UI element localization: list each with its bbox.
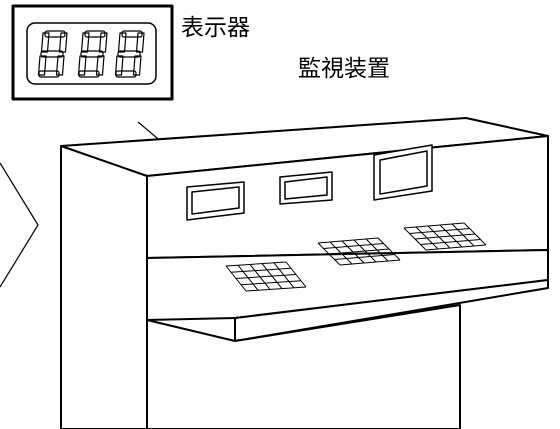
digit-segment (132, 55, 142, 76)
console-keypads (225, 222, 487, 292)
digit-segment (77, 55, 87, 76)
console-monitor-screen (373, 144, 433, 201)
console-body (60, 117, 549, 429)
digit-eight-1 (37, 30, 68, 78)
keypad-1 (225, 261, 307, 292)
digit-segment (114, 55, 124, 76)
digit-segment (37, 55, 47, 76)
display-label: 表示器 (181, 15, 250, 41)
digit-segment (44, 30, 66, 38)
keypad-2 (317, 237, 401, 266)
digit-segment (40, 50, 64, 58)
digit-segment (117, 50, 141, 58)
digit-segment (80, 50, 104, 58)
display-inset (11, 4, 174, 101)
monitoring-device-label: 監視装置 (298, 56, 390, 82)
console-display-2 (279, 171, 333, 205)
digit-segment (121, 30, 143, 38)
digit-segment (84, 30, 106, 38)
console-display-1 (186, 181, 245, 221)
digit-segment (117, 32, 127, 53)
digit-segment (95, 55, 105, 76)
digit-eight-2 (77, 30, 108, 78)
seven-segment-digits (37, 30, 145, 78)
digit-eight-3 (114, 30, 145, 78)
console-screens (186, 144, 433, 221)
digit-segment (55, 55, 65, 76)
digit-segment (58, 32, 68, 53)
left-chevron-arrow (0, 162, 39, 288)
digit-segment (98, 32, 108, 53)
digit-segment (80, 32, 90, 53)
digit-segment (135, 32, 145, 53)
keypad-3 (403, 222, 487, 251)
digit-segment (40, 32, 50, 53)
